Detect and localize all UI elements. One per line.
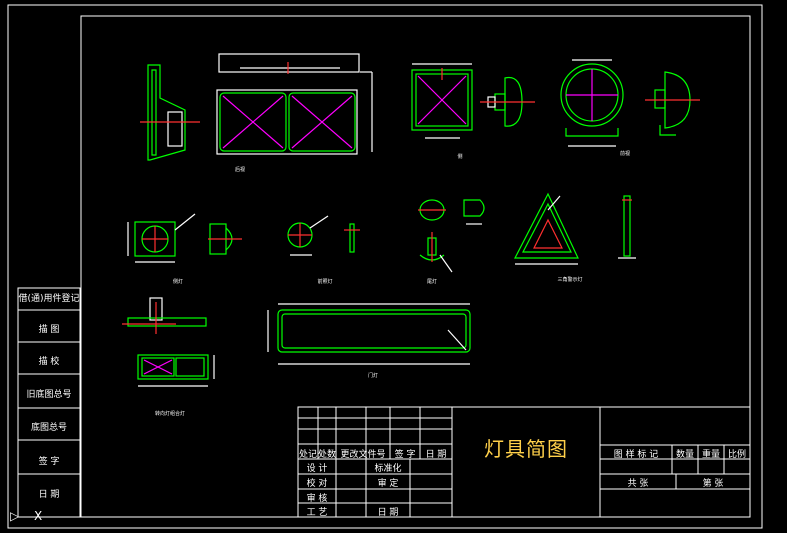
- tail-lamp-side-view: [208, 223, 242, 255]
- side-lamp-side-view: [480, 76, 535, 127]
- tb-drawing-mark: 图 样 标 记: [613, 450, 659, 460]
- combination-lamp-front-view: [137, 354, 215, 387]
- tb-row-design: 设 计: [306, 464, 328, 474]
- tb-row-date: 日 期: [377, 508, 399, 518]
- side-cell-registration: 借(通)用件登记: [18, 294, 80, 304]
- tb-row-review: 审 核: [306, 494, 328, 504]
- warning-triangle-front-view: [514, 192, 579, 265]
- headlamp-front-view: [560, 59, 624, 147]
- view-label-headlamp: 前照灯: [317, 279, 333, 285]
- tb-row-approve: 审 定: [377, 479, 399, 489]
- turn-lamp-front-view: [287, 215, 329, 256]
- side-cell-date: 日 期: [38, 490, 60, 500]
- headlamp-side-view: [645, 71, 700, 136]
- sheet-border: [7, 4, 763, 529]
- warning-triangle-side-view: [618, 195, 636, 259]
- rear-lamp-front-view: [216, 53, 373, 155]
- ucs-arrow-icon: ▷: [10, 509, 20, 523]
- side-cell-trace: 描 图: [38, 325, 60, 335]
- view-label-rear: 后视: [234, 167, 246, 173]
- view-label-front: 前视: [619, 151, 631, 157]
- title-block-grid: [297, 406, 751, 518]
- tb-scale: 比例: [727, 450, 746, 460]
- tb-sheet-number: 第 张: [702, 479, 724, 489]
- tb-total-sheets: 共 张: [627, 479, 649, 489]
- drawing-title: 灯具简图: [484, 437, 568, 461]
- tb-row-standardize: 标准化: [374, 464, 402, 474]
- small-lamp-top-view: [418, 199, 485, 273]
- view-label-warning-triangle: 三角警示灯: [557, 277, 583, 283]
- tail-lamp-front-view: [127, 213, 196, 263]
- door-lamp-front-view: [267, 303, 471, 365]
- tb-header-sign: 签 字: [394, 450, 416, 460]
- side-lamp-front-view: [411, 63, 473, 139]
- tb-weight: 重量: [701, 450, 720, 460]
- tb-quantity: 数量: [675, 450, 694, 460]
- side-cell-trace-check: 描 校: [38, 357, 60, 367]
- tb-header-date: 日 期: [425, 450, 447, 460]
- view-label-combination-lamp: 转向灯组合灯: [154, 411, 186, 417]
- side-cell-base-no: 底图总号: [30, 423, 67, 433]
- combination-lamp-top-view: [122, 297, 207, 334]
- view-label-side: 侧: [457, 154, 463, 160]
- side-cell-old-base-no: 旧底图总号: [26, 390, 72, 400]
- tb-row-process: 工 艺: [306, 508, 328, 518]
- view-label-tail-lamp: 尾灯: [426, 279, 438, 285]
- view-label-door-lamp: 门灯: [367, 373, 379, 379]
- side-panel-grid: [17, 287, 81, 518]
- side-cell-signature: 签 字: [38, 457, 60, 467]
- rear-lamp-side-view: [140, 64, 200, 161]
- tb-header-mark: 处记: [298, 450, 317, 460]
- view-label-side-lamp: 侧灯: [172, 279, 184, 285]
- tb-row-check: 校 对: [306, 479, 328, 489]
- turn-lamp-side-view: [344, 223, 360, 253]
- ucs-x-label: X: [34, 509, 43, 523]
- tb-header-count: 处数: [318, 450, 337, 460]
- tb-header-change-doc: 更改文件号: [340, 450, 386, 460]
